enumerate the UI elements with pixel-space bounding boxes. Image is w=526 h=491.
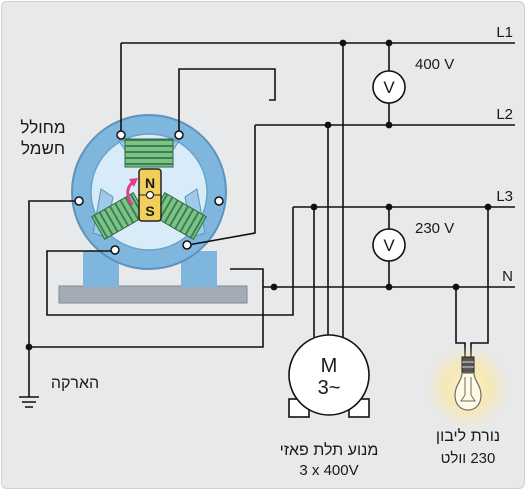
generator-base bbox=[58, 285, 248, 304]
lamp-socket bbox=[461, 356, 475, 374]
generator-label-line2: חשמל bbox=[21, 139, 65, 158]
lamp-label-line2: 230 וולט bbox=[441, 450, 496, 467]
rotation-arrowhead-icon bbox=[129, 178, 138, 187]
voltmeter-icon bbox=[372, 228, 406, 262]
voltmeter-bottom-symbol: V bbox=[383, 236, 395, 255]
motor: M 3~ מנוע תלת פאזי 3 x 400V bbox=[280, 334, 379, 479]
rotor-axle bbox=[145, 190, 155, 200]
generator-terminals bbox=[74, 130, 224, 255]
line-l3-label: L3 bbox=[496, 188, 513, 205]
ground-label: הארקה bbox=[51, 375, 99, 392]
voltmeter-top-reading: 400 V bbox=[415, 56, 454, 73]
generator-label-line1: מחולל bbox=[20, 118, 65, 137]
pole-s-label: S bbox=[145, 203, 154, 219]
voltmeter-icon bbox=[372, 70, 406, 104]
voltmeter-bottom: V 230 V bbox=[372, 220, 454, 262]
motor-label-line1: מנוע תלת פאזי bbox=[280, 441, 379, 459]
motor-body-icon bbox=[288, 334, 370, 416]
motor-phase: 3~ bbox=[318, 377, 341, 399]
line-l2-label: L2 bbox=[496, 106, 513, 123]
lamp: נורת ליבון 230 וולט bbox=[426, 345, 510, 467]
voltmeter-top-symbol: V bbox=[383, 78, 395, 97]
coil-top bbox=[124, 138, 174, 168]
ground-icon bbox=[19, 396, 39, 408]
lamp-label-line1: נורת ליבון bbox=[436, 427, 500, 445]
line-n-label: N bbox=[502, 268, 513, 285]
generator: N S bbox=[58, 114, 248, 304]
voltmeter-bottom-reading: 230 V bbox=[415, 220, 454, 237]
motor-label-line2: 3 x 400V bbox=[299, 462, 358, 479]
motor-symbol: M bbox=[321, 355, 338, 377]
voltmeter-top: V 400 V bbox=[372, 56, 454, 104]
junction-dots bbox=[25, 39, 492, 351]
line-l1-label: L1 bbox=[496, 24, 513, 41]
pole-n-label: N bbox=[145, 175, 155, 191]
